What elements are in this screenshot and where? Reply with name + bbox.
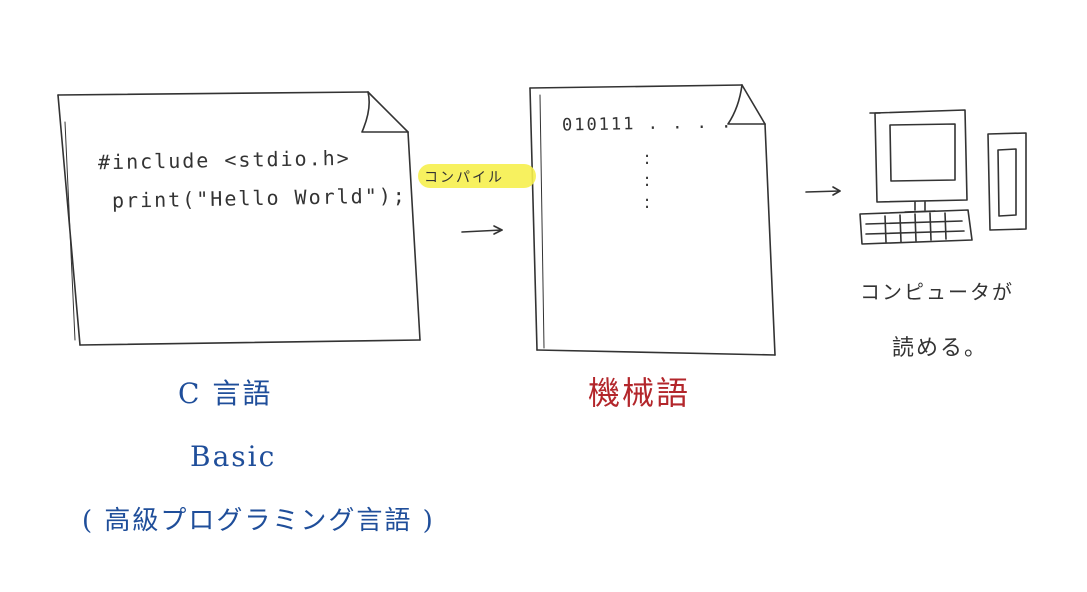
computer-caption-line-2: 読める。	[892, 330, 988, 362]
compile-label: コンパイル	[424, 167, 504, 187]
code-line-include: #include <stdio.h>	[98, 146, 351, 174]
machine-bits-line: 010111 . . . .	[562, 113, 734, 136]
arrow-icon	[462, 226, 502, 234]
code-line-print: print("Hello World");	[112, 183, 407, 212]
label-basic: Basic	[190, 440, 276, 473]
label-c-language: C 言語	[178, 372, 272, 412]
source-code-page	[58, 92, 420, 345]
arrow-icon	[806, 187, 840, 195]
machine-ellipsis-2: :	[644, 174, 650, 188]
computer-icon	[860, 110, 1026, 244]
label-machine-language: 機械語	[588, 368, 690, 414]
label-high-level-language: ( 高級プログラミング言語 )	[82, 500, 435, 537]
machine-ellipsis-3: :	[644, 196, 650, 210]
machine-ellipsis-1: :	[644, 152, 650, 166]
computer-caption-line-1: コンピュータが	[860, 276, 1014, 305]
